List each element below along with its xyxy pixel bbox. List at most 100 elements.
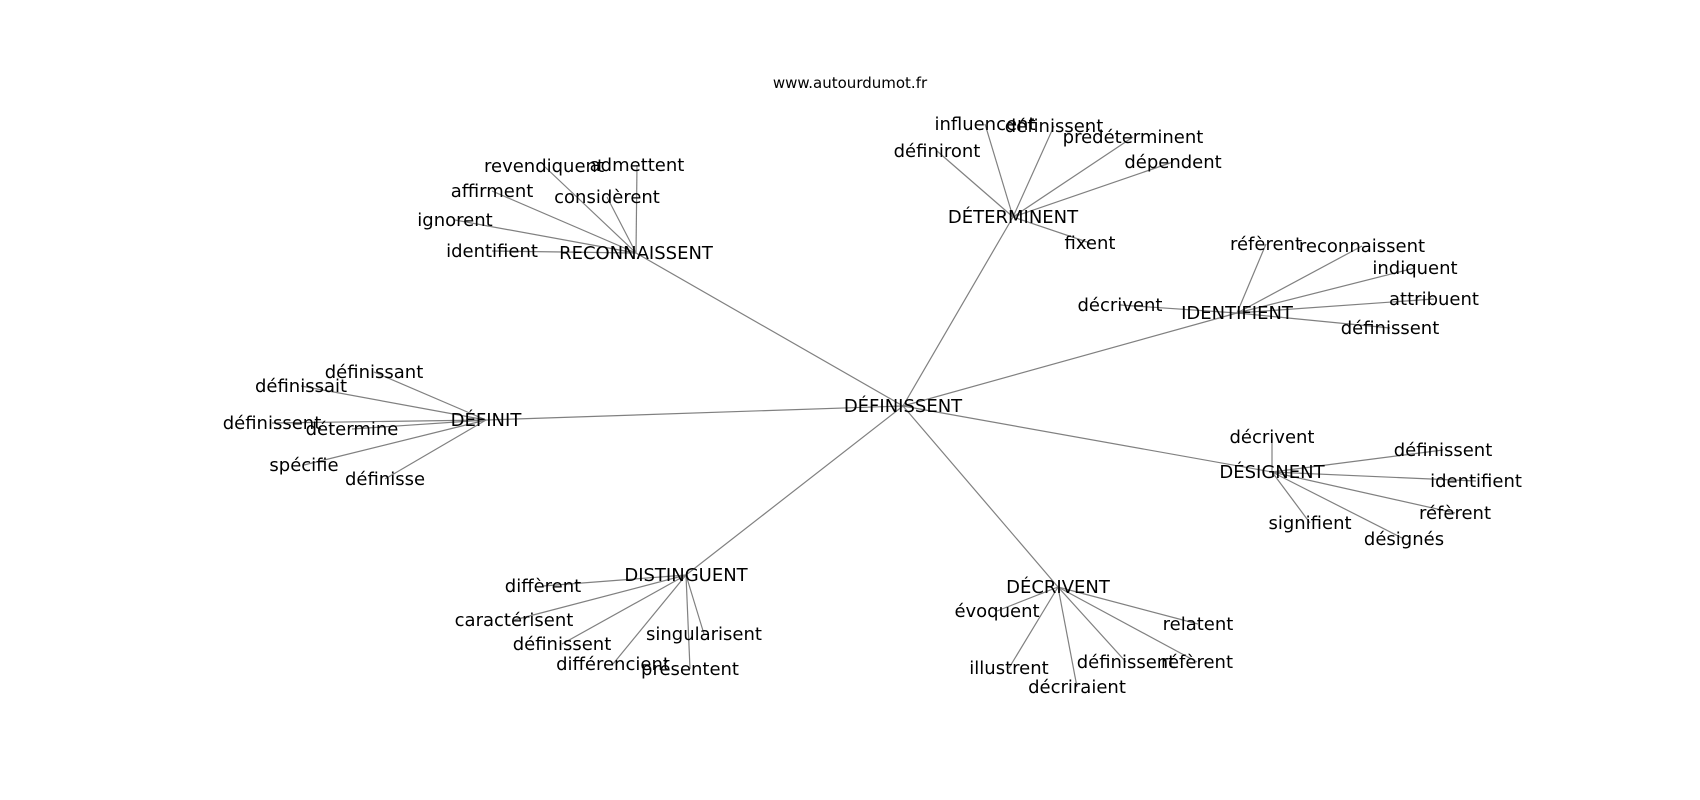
edge-distinguent-definissent (561, 574, 687, 645)
leaf-word-determinent-fixent[interactable]: fixent (1065, 233, 1116, 254)
edge-decrivent-decriraient (1057, 586, 1078, 688)
edge-center-determinent (902, 216, 1014, 407)
leaf-word-reconnaissent-admettent[interactable]: admettent (590, 155, 685, 176)
leaf-word-distinguent-singularisent[interactable]: singularisent (646, 624, 762, 645)
hub-word-distinguent[interactable]: DISTINGUENT (624, 565, 748, 586)
edge-center-distinguent (685, 405, 904, 576)
leaf-word-identifient-attribuent[interactable]: attribuent (1389, 289, 1479, 310)
leaf-word-designent-definissent[interactable]: définissent (1394, 440, 1493, 461)
edge-designent-identifient (1271, 471, 1477, 482)
edge-reconnaissent-affirment (491, 190, 637, 254)
leaf-word-definit-definissait[interactable]: définissait (255, 376, 347, 397)
edge-decrivent-illustrent (1008, 586, 1059, 669)
leaf-word-identifient-definissent[interactable]: définissent (1341, 318, 1440, 339)
center-word[interactable]: DÉFINISSENT (844, 395, 963, 417)
hub-word-determinent[interactable]: DÉTERMINENT (948, 206, 1079, 228)
leaf-word-determinent-definiront[interactable]: définiront (894, 141, 981, 162)
edge-definit-determine (351, 419, 487, 430)
leaf-word-distinguent-different[interactable]: diffèrent (505, 576, 581, 597)
edge-identifient-decrivent (1119, 304, 1238, 314)
leaf-word-decrivent-illustrent[interactable]: illustrent (969, 658, 1048, 679)
edge-identifient-reconnaissent (1236, 245, 1363, 314)
leaf-word-designent-decrivent[interactable]: décrivent (1230, 427, 1315, 448)
leaf-word-reconnaissent-ignorent[interactable]: ignorent (417, 210, 492, 231)
edge-distinguent-differencient (612, 574, 687, 665)
edge-decrivent-relatent (1057, 586, 1199, 625)
edge-decrivent-referent (1057, 586, 1198, 663)
leaf-word-identifient-indiquent[interactable]: indiquent (1372, 258, 1457, 279)
edge-distinguent-caracterisent (513, 574, 687, 621)
edge-center-designent (902, 405, 1273, 473)
edge-determinent-influencent (984, 123, 1014, 218)
leaf-word-definit-definissent[interactable]: définissent (223, 413, 322, 434)
leaf-word-identifient-decrivent[interactable]: décrivent (1078, 295, 1163, 316)
edge-center-reconnaissent (635, 252, 904, 407)
hub-word-reconnaissent[interactable]: RECONNAISSENT (559, 243, 714, 264)
leaf-word-definit-specifie[interactable]: spécifie (269, 455, 338, 476)
edge-determinent-definiront (936, 150, 1014, 218)
edge-distinguent-singularisent (685, 574, 705, 635)
edge-determinent-dependent (1012, 161, 1174, 218)
edge-identifient-attribuent (1236, 298, 1435, 314)
edge-distinguent-different (542, 574, 687, 587)
edge-designent-signifient (1271, 471, 1311, 524)
edge-reconnaissent-ignorent (454, 219, 637, 254)
leaf-word-distinguent-caracterisent[interactable]: caractérisent (455, 610, 574, 631)
leaf-word-decrivent-definissent[interactable]: définissent (1077, 652, 1176, 673)
edge-identifient-indiquent (1236, 267, 1416, 314)
edge-distinguent-presentent (685, 574, 691, 670)
edge-decrivent-evoquent (996, 586, 1059, 612)
leaf-word-designent-signifient[interactable]: signifient (1268, 513, 1351, 534)
edge-designent-definissent (1271, 449, 1444, 473)
edge-definit-definissait (300, 385, 487, 421)
edge-center-decrivent (902, 405, 1059, 588)
leaf-word-identifient-referent[interactable]: réfèrent (1230, 234, 1302, 255)
edge-reconnaissent-identifient (491, 250, 637, 254)
leaf-word-reconnaissent-identifient[interactable]: identifient (446, 241, 538, 262)
edges-layer (271, 123, 1477, 688)
hub-word-designent[interactable]: DÉSIGNENT (1219, 461, 1325, 483)
hub-word-definit[interactable]: DÉFINIT (451, 409, 523, 431)
edge-designent-referent (1271, 471, 1456, 514)
leaf-word-designent-referent[interactable]: réfèrent (1419, 503, 1491, 524)
leaf-word-designent-identifient[interactable]: identifient (1430, 471, 1522, 492)
edge-identifient-referent (1236, 243, 1267, 314)
leaf-word-definit-definissant[interactable]: définissant (325, 362, 424, 383)
edge-reconnaissent-considerent (606, 196, 637, 254)
edge-reconnaissent-revendiquent (543, 165, 637, 254)
leaf-word-definit-determine[interactable]: détermine (306, 419, 399, 440)
edge-definit-specifie (303, 419, 487, 466)
leaf-word-definit-definisse[interactable]: définisse (345, 469, 425, 490)
leaf-word-decrivent-relatent[interactable]: relatent (1163, 614, 1234, 635)
leaf-word-distinguent-presentent[interactable]: présentent (641, 659, 739, 680)
leaf-word-determinent-influencent[interactable]: influencent (934, 114, 1035, 135)
edge-reconnaissent-admettent (635, 164, 638, 254)
leaf-word-determinent-predeterminent[interactable]: prédéterminent (1063, 127, 1204, 148)
edge-center-definit (485, 405, 904, 421)
edge-definit-definissent (271, 419, 487, 424)
leaf-word-reconnaissent-affirment[interactable]: affirment (451, 181, 534, 202)
leaf-word-designent-designes[interactable]: désignés (1364, 529, 1444, 550)
leaf-word-identifient-reconnaissent[interactable]: reconnaissent (1299, 236, 1425, 257)
edge-definit-definissant (373, 371, 487, 421)
edge-identifient-definissent (1236, 312, 1391, 329)
leaf-word-decrivent-decriraient[interactable]: décriraient (1028, 677, 1126, 698)
edge-definit-definisse (384, 419, 487, 480)
leaf-word-decrivent-evoquent[interactable]: évoquent (954, 601, 1039, 622)
leaf-word-determinent-definissent[interactable]: définissent (1005, 116, 1104, 137)
leaf-word-decrivent-referent[interactable]: réfèrent (1161, 652, 1233, 673)
edge-determinent-predeterminent (1012, 136, 1134, 218)
edge-designent-designes (1271, 471, 1405, 540)
site-url[interactable]: www.autourdumot.fr (773, 74, 928, 92)
leaf-word-reconnaissent-revendiquent[interactable]: revendiquent (484, 156, 604, 177)
leaf-word-distinguent-differencient[interactable]: différencient (556, 654, 670, 675)
leaf-word-determinent-dependent[interactable]: dépendent (1124, 152, 1221, 173)
hub-word-identifient[interactable]: IDENTIFIENT (1181, 303, 1294, 324)
leaf-word-reconnaissent-considerent[interactable]: considèrent (554, 187, 660, 208)
edge-determinent-fixent (1012, 216, 1091, 244)
edge-decrivent-definissent (1057, 586, 1127, 663)
edge-determinent-definissent (1012, 125, 1055, 218)
hub-word-decrivent[interactable]: DÉCRIVENT (1006, 576, 1111, 598)
leaf-word-distinguent-definissent[interactable]: définissent (513, 634, 612, 655)
